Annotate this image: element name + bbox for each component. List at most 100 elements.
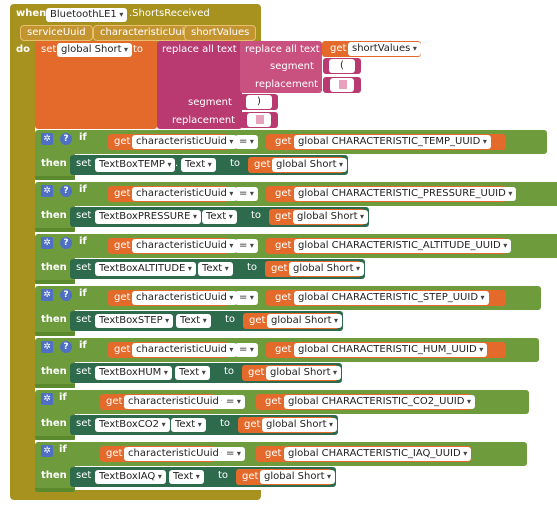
- uuid-dropdown[interactable]: global CHARACTERISTIC_CO2_UUID: [284, 395, 475, 409]
- get-label: get: [114, 240, 131, 251]
- param-serviceUuid[interactable]: serviceUuid: [20, 25, 93, 41]
- textbox-dropdown[interactable]: TextBoxHUM: [95, 366, 172, 380]
- equals-operator[interactable]: =: [222, 395, 245, 409]
- global-short-dropdown[interactable]: global Short: [260, 470, 336, 484]
- global-short-dropdown[interactable]: global Short: [266, 366, 342, 380]
- textbox-dropdown[interactable]: TextBoxIAQ: [95, 470, 166, 484]
- uuid-dropdown[interactable]: global CHARACTERISTIC_PRESSURE_UUID: [294, 187, 517, 201]
- help-icon[interactable]: ?: [60, 133, 72, 145]
- then-label: then: [41, 262, 67, 273]
- set-label: set: [76, 470, 92, 481]
- help-icon[interactable]: ?: [60, 341, 72, 353]
- textbox-dropdown[interactable]: TextBoxALTITUDE: [95, 262, 196, 276]
- uuid-dropdown[interactable]: global CHARACTERISTIC_TEMP_UUID: [294, 135, 491, 149]
- text-property-dropdown[interactable]: Text: [169, 470, 204, 484]
- gear-icon[interactable]: ✲: [41, 393, 53, 405]
- characteristicUuid-dropdown[interactable]: characteristicUuid: [132, 343, 238, 357]
- characteristicUuid-dropdown[interactable]: characteristicUuid: [132, 291, 238, 305]
- segment-close-paren[interactable]: ): [246, 95, 272, 109]
- event-block-spine: [10, 44, 35, 496]
- uuid-dropdown[interactable]: global CHARACTERISTIC_IAQ_UUID: [284, 447, 472, 461]
- equals-operator[interactable]: =: [235, 343, 258, 357]
- get-label: get: [265, 396, 282, 407]
- do-label: do: [16, 44, 31, 55]
- gear-icon[interactable]: ✲: [41, 445, 53, 457]
- replacement-label-inner: replacement: [255, 79, 319, 90]
- gear-icon[interactable]: ✲: [41, 341, 53, 353]
- text-property-dropdown[interactable]: Text: [181, 158, 216, 172]
- get-label: get: [106, 448, 123, 459]
- dot-label: .: [196, 210, 200, 221]
- text-property-dropdown[interactable]: Text: [198, 262, 233, 276]
- then-section: [35, 202, 75, 232]
- equals-operator[interactable]: =: [235, 291, 258, 305]
- global-short-dropdown[interactable]: global Short: [272, 158, 348, 172]
- help-icon[interactable]: ?: [60, 289, 72, 301]
- textbox-dropdown[interactable]: TextBoxPRESSURE: [95, 210, 201, 224]
- help-icon[interactable]: ?: [60, 185, 72, 197]
- get-label: get: [275, 211, 292, 222]
- if-label: if: [59, 392, 67, 403]
- get-label: get: [254, 159, 271, 170]
- text-property-dropdown[interactable]: Text: [171, 418, 206, 432]
- characteristicUuid-dropdown[interactable]: characteristicUuid: [132, 239, 238, 253]
- text-property-dropdown[interactable]: Text: [175, 366, 210, 380]
- characteristicUuid-dropdown[interactable]: characteristicUuid: [132, 135, 238, 149]
- set-label: set: [41, 44, 57, 55]
- then-section: [35, 254, 75, 284]
- replacement-empty-inner[interactable]: [330, 78, 354, 92]
- get-label: get: [265, 448, 282, 459]
- textbox-dropdown[interactable]: TextBoxSTEP: [95, 314, 174, 328]
- get-label: get: [249, 315, 266, 326]
- to-label: to: [218, 470, 229, 481]
- equals-operator[interactable]: =: [235, 187, 258, 201]
- component-dropdown[interactable]: BluetoothLE1: [46, 8, 128, 22]
- uuid-dropdown[interactable]: global CHARACTERISTIC_STEP_UUID: [294, 291, 489, 305]
- outer-replace-label: replace all text: [162, 44, 237, 55]
- equals-operator[interactable]: =: [235, 239, 258, 253]
- uuid-dropdown[interactable]: global CHARACTERISTIC_ALTITUDE_UUID: [294, 239, 512, 253]
- to-label: to: [247, 262, 258, 273]
- global-short-dropdown[interactable]: global Short: [267, 314, 343, 328]
- segment-label-inner: segment: [270, 61, 314, 72]
- to-label: to: [220, 418, 231, 429]
- then-section: [35, 462, 75, 492]
- get-label: get: [106, 396, 123, 407]
- global-short-dropdown[interactable]: global Short: [262, 418, 338, 432]
- if-block-footer: [35, 488, 75, 492]
- global-short-dropdown[interactable]: global Short: [293, 210, 369, 224]
- then-label: then: [41, 366, 67, 377]
- if-label: if: [79, 340, 87, 351]
- shortValues-dropdown[interactable]: shortValues: [348, 42, 421, 56]
- text-property-dropdown[interactable]: Text: [176, 314, 211, 328]
- help-icon[interactable]: ?: [60, 237, 72, 249]
- text-property-dropdown[interactable]: Text: [202, 210, 237, 224]
- segment-open-paren[interactable]: (: [329, 59, 355, 73]
- gear-icon[interactable]: ✲: [41, 133, 53, 145]
- global-short-dropdown[interactable]: global Short: [289, 262, 365, 276]
- global-short-dropdown[interactable]: global Short: [57, 43, 133, 57]
- characteristicUuid-dropdown[interactable]: characteristicUuid: [132, 187, 238, 201]
- textbox-dropdown[interactable]: TextBoxTEMP: [95, 158, 176, 172]
- equals-operator[interactable]: =: [235, 135, 258, 149]
- then-section: [35, 150, 75, 180]
- equals-operator[interactable]: =: [222, 447, 245, 461]
- outer-replace-block[interactable]: [157, 41, 242, 129]
- uuid-dropdown[interactable]: global CHARACTERISTIC_HUM_UUID: [294, 343, 488, 357]
- gear-icon[interactable]: ✲: [41, 237, 53, 249]
- inner-replace-label: replace all text: [245, 44, 320, 55]
- dot-label: .: [175, 158, 179, 169]
- gear-icon[interactable]: ✲: [41, 289, 53, 301]
- then-label: then: [41, 158, 67, 169]
- dot-label: .: [165, 418, 169, 429]
- characteristicUuid-dropdown[interactable]: characteristicUuid: [124, 447, 230, 461]
- replacement-empty-outer[interactable]: [247, 113, 271, 127]
- to-label: to: [133, 44, 144, 55]
- param-shortValues[interactable]: shortValues: [184, 25, 257, 41]
- inner-replace-block[interactable]: [240, 41, 322, 93]
- characteristicUuid-dropdown[interactable]: characteristicUuid: [124, 395, 230, 409]
- textbox-dropdown[interactable]: TextBoxCO2: [95, 418, 170, 432]
- gear-icon[interactable]: ✲: [41, 185, 53, 197]
- if-label: if: [79, 184, 87, 195]
- param-characteristicUuid[interactable]: characteristicUuid: [93, 25, 198, 41]
